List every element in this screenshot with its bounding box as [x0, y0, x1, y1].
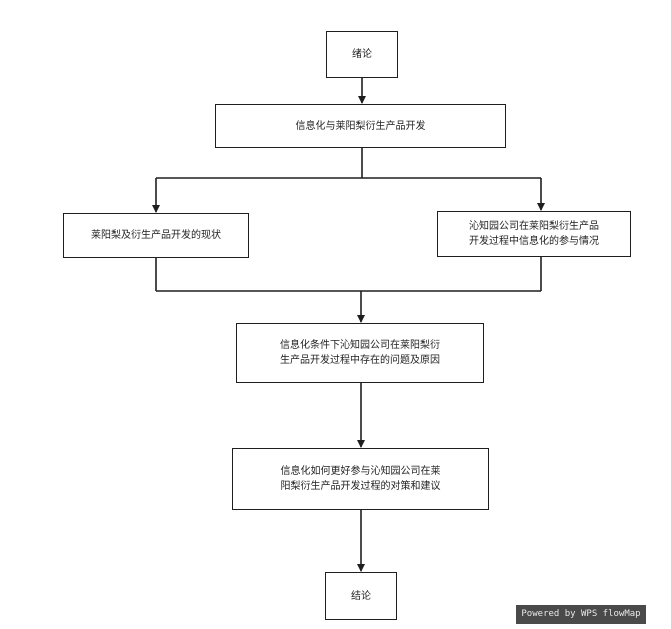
node-info-dev-label: 信息化与莱阳梨衍生产品开发 — [295, 120, 426, 132]
node-qinzhi-label-line2: 开发过程中信息化的参与情况 — [469, 236, 599, 247]
node-status-label: 莱阳梨及衍生产品开发的现状 — [91, 230, 221, 241]
node-measures-label-line1: 信息化如何更好参与沁知园公司在莱 — [280, 466, 441, 477]
node-qinzhi: 沁知园公司在莱阳梨衍生产品 开发过程中信息化的参与情况 — [437, 211, 631, 257]
node-measures-label-line2: 阳梨衍生产品开发过程的对策和建议 — [280, 481, 441, 492]
node-problems-label-line2: 生产品开发过程中存在的问题及原因 — [280, 355, 440, 366]
node-problems-label-line1: 信息化条件下沁知园公司在莱阳梨衍 — [280, 340, 440, 351]
node-problems: 信息化条件下沁知园公司在莱阳梨衍 生产品开发过程中存在的问题及原因 — [236, 323, 484, 383]
node-status: 莱阳梨及衍生产品开发的现状 — [63, 213, 249, 258]
node-qinzhi-label-line1: 沁知园公司在莱阳梨衍生产品 — [469, 221, 599, 232]
node-info-dev: 信息化与莱阳梨衍生产品开发 — [215, 104, 506, 148]
node-intro: 绪论 — [326, 31, 398, 78]
node-intro-label: 绪论 — [352, 49, 372, 60]
node-measures: 信息化如何更好参与沁知园公司在莱 阳梨衍生产品开发过程的对策和建议 — [232, 448, 489, 510]
node-conclusion-label: 结论 — [351, 590, 371, 602]
node-conclusion: 结论 — [325, 572, 397, 620]
wps-flowmap-watermark: Powered by WPS flowMap — [516, 605, 646, 624]
